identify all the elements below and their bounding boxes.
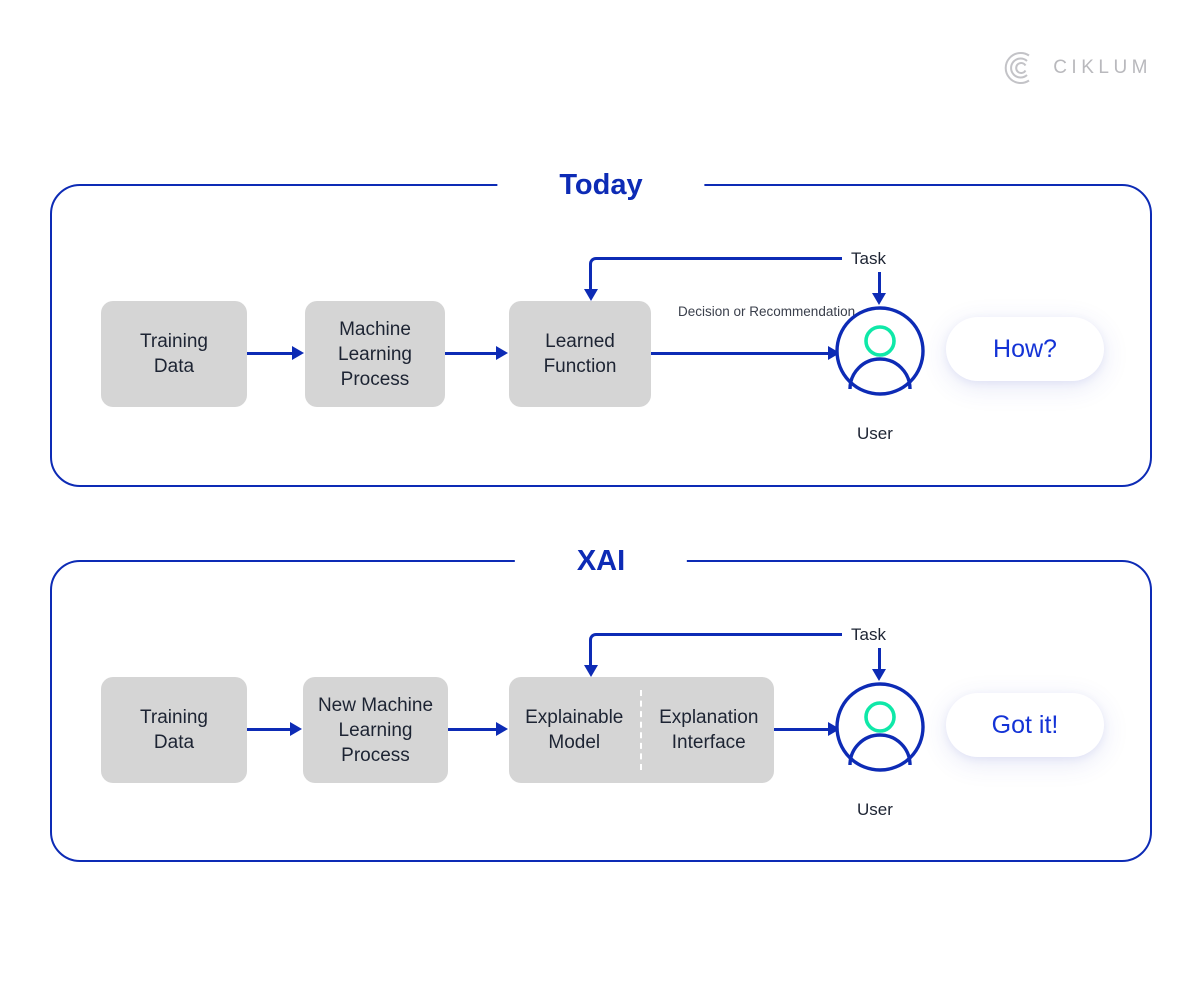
node-line: Machine: [339, 318, 411, 340]
arrowhead-icon: [496, 346, 508, 360]
connector-ml-to-learned-today: [445, 352, 497, 355]
node-line: Explanation: [659, 707, 759, 728]
node-line: Process: [341, 744, 410, 766]
connector-interface-to-user-xai: [774, 728, 831, 731]
avatar-user-xai: [834, 681, 926, 773]
connector-ml-to-explainable-xai: [448, 728, 497, 731]
node-learned-function-today: Learned Function: [509, 301, 651, 407]
node-line: New Machine: [317, 694, 434, 716]
connector-task-to-model-xai: [589, 633, 842, 668]
edge-label-line: Decision or: [678, 304, 746, 319]
node-explanation-interface-xai: Explanation Interface: [644, 677, 775, 783]
panel-today-title: Today: [559, 169, 643, 201]
panel-xai: XAI: [50, 547, 1152, 862]
node-line: Learning: [338, 343, 412, 365]
arrowhead-icon: [584, 665, 598, 677]
brand-logo: CIKLUM: [999, 48, 1152, 88]
node-new-ml-process-xai: New Machine Learning Process: [303, 677, 448, 783]
node-line: Process: [340, 368, 410, 390]
arrowhead-icon: [584, 289, 598, 301]
panel-today-title-gap: Today: [497, 169, 705, 201]
connector-training-to-ml-xai: [247, 728, 291, 731]
arrowhead-icon: [872, 293, 886, 305]
node-line: Model: [548, 732, 601, 753]
arrowhead-icon: [292, 346, 304, 360]
connector-task-to-user-today: [878, 272, 881, 296]
node-explainable-group-xai: Explainable Model Explanation Interface: [509, 677, 774, 783]
panel-xai-title-gap: XAI: [514, 545, 688, 577]
node-explainable-model-xai: Explainable Model: [509, 677, 640, 783]
speech-bubble-got-it: Got it!: [946, 693, 1104, 757]
panel-xai-title: XAI: [576, 545, 626, 577]
task-label-today: Task: [851, 249, 886, 268]
edge-label-line: Recommendation: [749, 304, 856, 319]
connector-training-to-ml-today: [247, 352, 293, 355]
user-label-xai: User: [857, 800, 893, 819]
node-line: Data: [153, 732, 195, 753]
node-divider: [639, 690, 644, 770]
node-line: Interface: [671, 732, 746, 753]
arrowhead-icon: [496, 722, 508, 736]
user-label-today: User: [857, 424, 893, 443]
edge-label-decision-today: Decision or Recommendation: [678, 303, 855, 320]
node-training-data-xai: Training Data: [101, 677, 247, 783]
node-line: Learning: [338, 719, 413, 741]
panel-today: Today: [50, 171, 1152, 487]
connector-task-to-user-xai: [878, 648, 881, 672]
node-training-data-today: Training Data: [101, 301, 247, 407]
node-line: Training: [140, 331, 208, 352]
arrowhead-icon: [872, 669, 886, 681]
brand-name: CIKLUM: [1053, 57, 1152, 78]
arrowhead-icon: [290, 722, 302, 736]
connector-task-to-learned-today: [589, 257, 842, 292]
avatar-user-today: [834, 305, 926, 397]
node-ml-process-today: Machine Learning Process: [305, 301, 445, 407]
node-line: Function: [543, 356, 617, 377]
task-label-xai: Task: [851, 625, 886, 644]
connector-learned-to-user-today: [651, 352, 831, 355]
ciklum-logo-icon: [1004, 52, 1030, 84]
speech-bubble-how: How?: [946, 317, 1104, 381]
node-line: Learned: [545, 331, 615, 352]
node-line: Data: [153, 356, 195, 377]
node-line: Explainable: [525, 707, 624, 728]
node-line: Training: [140, 707, 208, 728]
